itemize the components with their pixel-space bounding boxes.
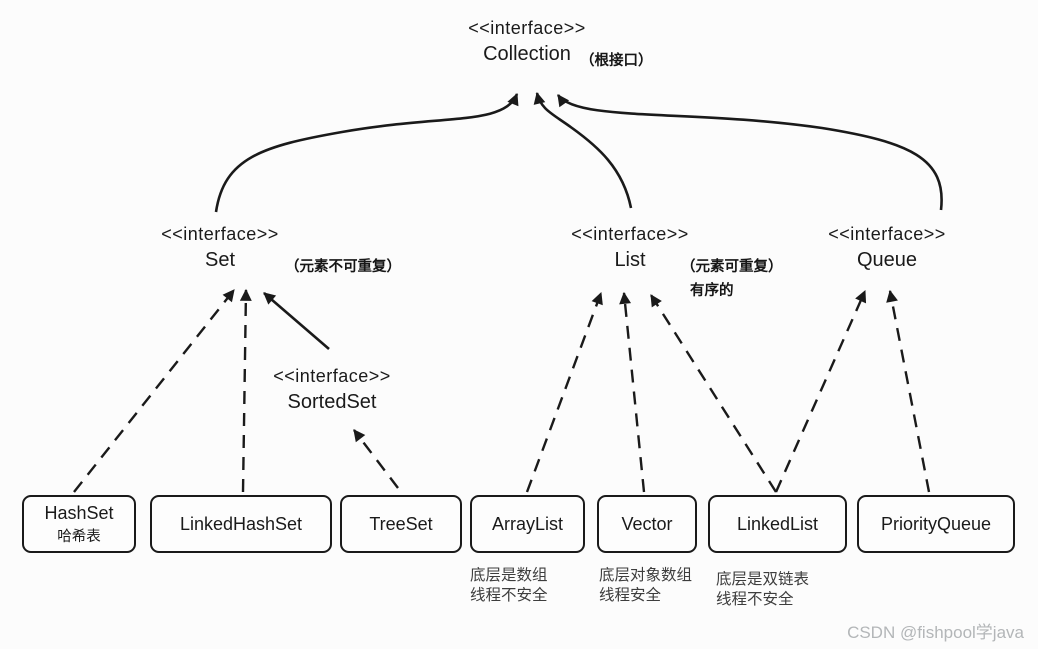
note-arraylist-line2: 线程不安全 [470, 587, 548, 604]
class-box-vector: Vector [597, 495, 697, 553]
note-linkedlist-line2: 线程不安全 [716, 591, 794, 608]
class-box-treeset: TreeSet [340, 495, 462, 553]
list-name: List [614, 249, 646, 271]
interface-sortedset: <<interface>> SortedSet [237, 365, 427, 414]
edge-treeset-to-sortedset [353, 429, 399, 489]
set-stereotype: <<interface>> [161, 224, 279, 244]
class-box-linkedlist: LinkedList [708, 495, 847, 553]
class-box-hashset: HashSet 哈希表 [22, 495, 136, 553]
collection-name: Collection [483, 43, 571, 65]
class-box-linkedhashset: LinkedHashSet [150, 495, 332, 553]
list-annotation: （元素可重复） [681, 259, 783, 275]
set-annotation: （元素不可重复） [285, 259, 401, 275]
interface-collection: <<interface>> Collection （根接口） [432, 17, 652, 69]
note-vector-line2: 线程安全 [599, 587, 662, 604]
note-arraylist-line1: 底层是数组 [470, 567, 548, 584]
treeset-label: TreeSet [369, 513, 433, 534]
edge-sortedset-to-set [263, 292, 330, 350]
vector-label: Vector [621, 513, 673, 534]
class-box-arraylist: ArrayList [470, 495, 585, 553]
queue-stereotype: <<interface>> [828, 224, 946, 244]
edge-priorityqueue-to-queue [886, 289, 931, 493]
note-vector: 底层对象数组 线程安全 [599, 566, 692, 606]
edge-list-to-collection [533, 91, 633, 209]
list-stereotype: <<interface>> [571, 224, 689, 244]
class-box-priorityqueue: PriorityQueue [857, 495, 1015, 553]
priorityqueue-label: PriorityQueue [880, 513, 992, 534]
watermark: CSDN @fishpool学java [847, 623, 1024, 642]
sortedset-name: SortedSet [287, 391, 377, 413]
note-vector-line1: 底层对象数组 [599, 567, 693, 584]
edge-arraylist-to-list [525, 291, 603, 493]
linkedhashset-label: LinkedHashSet [179, 513, 303, 534]
note-arraylist: 底层是数组 线程不安全 [470, 566, 548, 606]
edge-queue-to-collection [556, 94, 943, 211]
edge-set-to-collection [214, 92, 519, 213]
hashset-label: HashSet [44, 502, 114, 523]
hashset-sublabel: 哈希表 [57, 528, 101, 545]
interface-list: <<interface>> List （元素可重复） 有序的 [535, 223, 782, 299]
edge-linkedlist-to-list [649, 294, 778, 493]
interface-queue: <<interface>> Queue [792, 223, 982, 272]
edge-linkedlist-to-queue [774, 290, 867, 493]
collection-stereotype: <<interface>> [468, 18, 586, 38]
set-name: Set [204, 249, 236, 271]
edge-hashset-to-set [73, 289, 235, 493]
sortedset-stereotype: <<interface>> [273, 366, 391, 386]
arraylist-label: ArrayList [491, 513, 563, 534]
edge-vector-to-list [619, 291, 646, 493]
note-linkedlist: 底层是双链表 线程不安全 [716, 570, 809, 610]
interface-set: <<interface>> Set （元素不可重复） [125, 223, 401, 275]
list-annotation2: 有序的 [690, 283, 734, 299]
collection-annotation: （根接口） [580, 53, 653, 69]
linkedlist-label: LinkedList [736, 513, 819, 534]
note-linkedlist-line1: 底层是双链表 [716, 571, 810, 588]
queue-name: Queue [856, 249, 918, 271]
edge-linkedhashset-to-set [239, 288, 252, 493]
